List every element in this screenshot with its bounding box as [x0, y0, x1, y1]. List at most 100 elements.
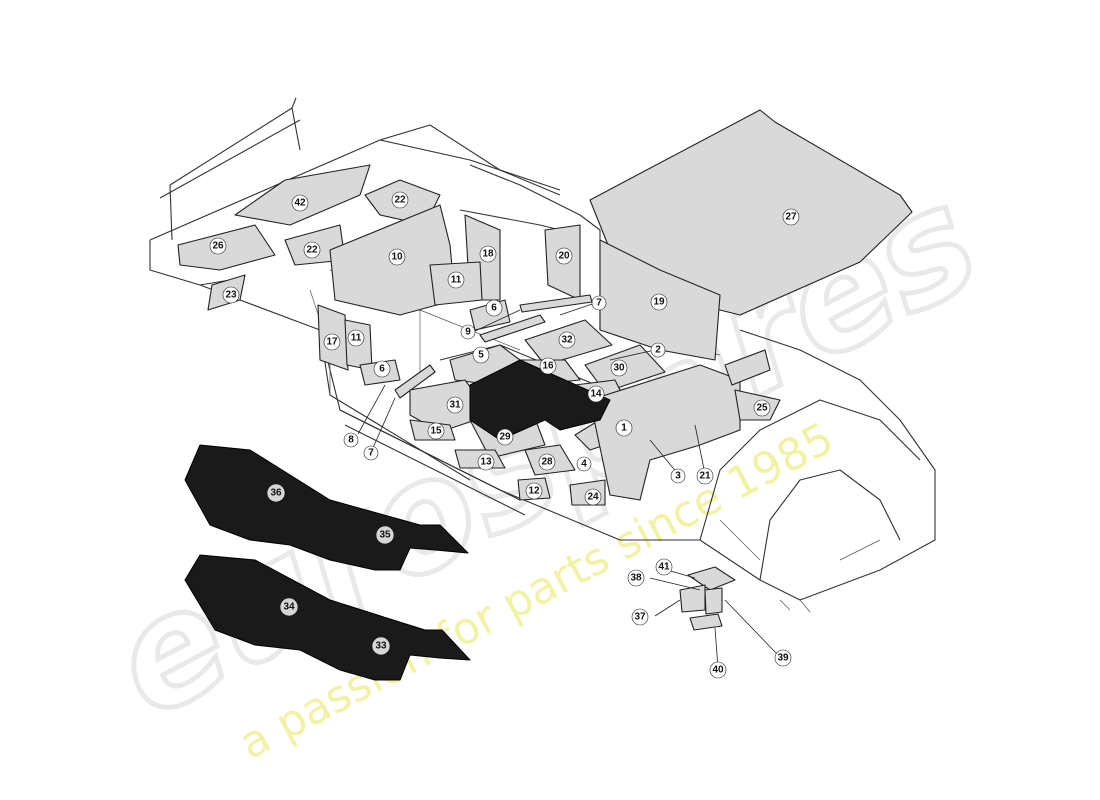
svg-text:42: 42 — [294, 198, 306, 209]
svg-text:12: 12 — [528, 486, 540, 497]
part-7-strip-lower — [394, 364, 436, 399]
svg-text:16: 16 — [542, 361, 554, 372]
label-42: 42 — [291, 194, 309, 212]
svg-text:24: 24 — [587, 492, 599, 503]
svg-text:7: 7 — [368, 448, 374, 459]
svg-text:41: 41 — [658, 562, 670, 573]
label-30: 30 — [610, 359, 628, 377]
svg-text:3: 3 — [675, 471, 681, 482]
svg-text:8: 8 — [348, 435, 354, 446]
label-21: 21 — [696, 467, 714, 485]
label-36: 36 — [266, 483, 286, 503]
svg-text:10: 10 — [391, 252, 403, 263]
svg-text:26: 26 — [212, 241, 224, 252]
label-29: 29 — [496, 428, 514, 446]
label-31: 31 — [446, 396, 464, 414]
svg-text:9: 9 — [465, 327, 471, 338]
label-18: 18 — [479, 245, 497, 263]
svg-text:20: 20 — [558, 251, 570, 262]
svg-text:5: 5 — [478, 350, 484, 361]
svg-text:6: 6 — [379, 364, 385, 375]
svg-text:25: 25 — [756, 403, 768, 414]
label-3: 3 — [670, 468, 686, 484]
label-9: 9 — [460, 324, 476, 340]
svg-text:2: 2 — [655, 345, 661, 356]
label-26: 26 — [209, 237, 227, 255]
label-12: 12 — [525, 482, 543, 500]
part-34-33-cover — [184, 554, 471, 681]
svg-text:17: 17 — [326, 337, 338, 348]
label-28: 28 — [538, 453, 556, 471]
label-41: 41 — [655, 558, 673, 576]
svg-text:28: 28 — [541, 457, 553, 468]
labels: 27 42 22 26 22 10 18 20 23 11 19 6 7 9 1… — [209, 191, 800, 679]
label-5: 5 — [472, 346, 490, 364]
svg-text:27: 27 — [785, 212, 797, 223]
label-27: 27 — [782, 208, 800, 226]
svg-text:13: 13 — [480, 457, 492, 468]
label-16: 16 — [539, 357, 557, 375]
svg-text:30: 30 — [613, 363, 625, 374]
label-24: 24 — [584, 488, 602, 506]
label-22-mid: 22 — [303, 241, 321, 259]
part-7-strip-upper — [519, 294, 593, 313]
svg-text:14: 14 — [590, 389, 602, 400]
label-1: 1 — [615, 419, 633, 437]
svg-text:35: 35 — [379, 530, 391, 541]
svg-text:40: 40 — [712, 665, 724, 676]
svg-text:38: 38 — [630, 573, 642, 584]
small-parts — [679, 566, 736, 631]
label-22-rear: 22 — [391, 191, 409, 209]
label-13: 13 — [477, 453, 495, 471]
tunnel-covers — [184, 444, 471, 681]
label-17: 17 — [323, 333, 341, 351]
svg-text:21: 21 — [699, 471, 711, 482]
part-36-35-cover — [184, 444, 469, 571]
svg-text:4: 4 — [581, 459, 587, 470]
part-26-panel — [177, 224, 276, 271]
label-6-lower: 6 — [373, 360, 391, 378]
label-38: 38 — [627, 569, 645, 587]
label-8: 8 — [343, 432, 359, 448]
svg-text:31: 31 — [449, 400, 461, 411]
svg-text:11: 11 — [451, 275, 462, 286]
svg-text:11: 11 — [351, 333, 362, 344]
part-9-strip — [479, 314, 546, 343]
part-38-panel — [704, 587, 723, 615]
part-3-21-panel — [589, 364, 741, 501]
svg-text:19: 19 — [653, 297, 665, 308]
label-14: 14 — [587, 385, 605, 403]
part-42-panel — [234, 164, 371, 226]
svg-text:23: 23 — [225, 290, 237, 301]
svg-text:1: 1 — [621, 423, 627, 434]
svg-text:32: 32 — [561, 335, 573, 346]
label-35: 35 — [375, 525, 395, 545]
leader-lines — [357, 302, 779, 669]
svg-text:36: 36 — [270, 488, 282, 499]
label-11-upper: 11 — [447, 271, 465, 289]
label-15: 15 — [427, 422, 445, 440]
label-25: 25 — [753, 399, 771, 417]
part-37-panel — [679, 584, 706, 613]
label-6-upper: 6 — [485, 299, 503, 317]
svg-text:34: 34 — [283, 602, 295, 613]
part-2-panel-front — [724, 349, 771, 386]
svg-text:7: 7 — [596, 298, 602, 309]
svg-text:39: 39 — [777, 653, 789, 664]
label-2: 2 — [650, 342, 666, 358]
label-11-lower: 11 — [347, 329, 365, 347]
svg-text:22: 22 — [306, 245, 318, 256]
svg-text:18: 18 — [482, 249, 494, 260]
svg-text:33: 33 — [375, 641, 387, 652]
svg-text:6: 6 — [491, 303, 497, 314]
label-37: 37 — [631, 608, 649, 626]
label-7-upper: 7 — [591, 295, 607, 311]
label-32: 32 — [558, 331, 576, 349]
svg-text:15: 15 — [430, 426, 442, 437]
label-40: 40 — [709, 661, 727, 679]
label-33: 33 — [371, 636, 391, 656]
label-23: 23 — [222, 286, 240, 304]
label-39: 39 — [774, 649, 792, 667]
svg-text:22: 22 — [394, 195, 406, 206]
